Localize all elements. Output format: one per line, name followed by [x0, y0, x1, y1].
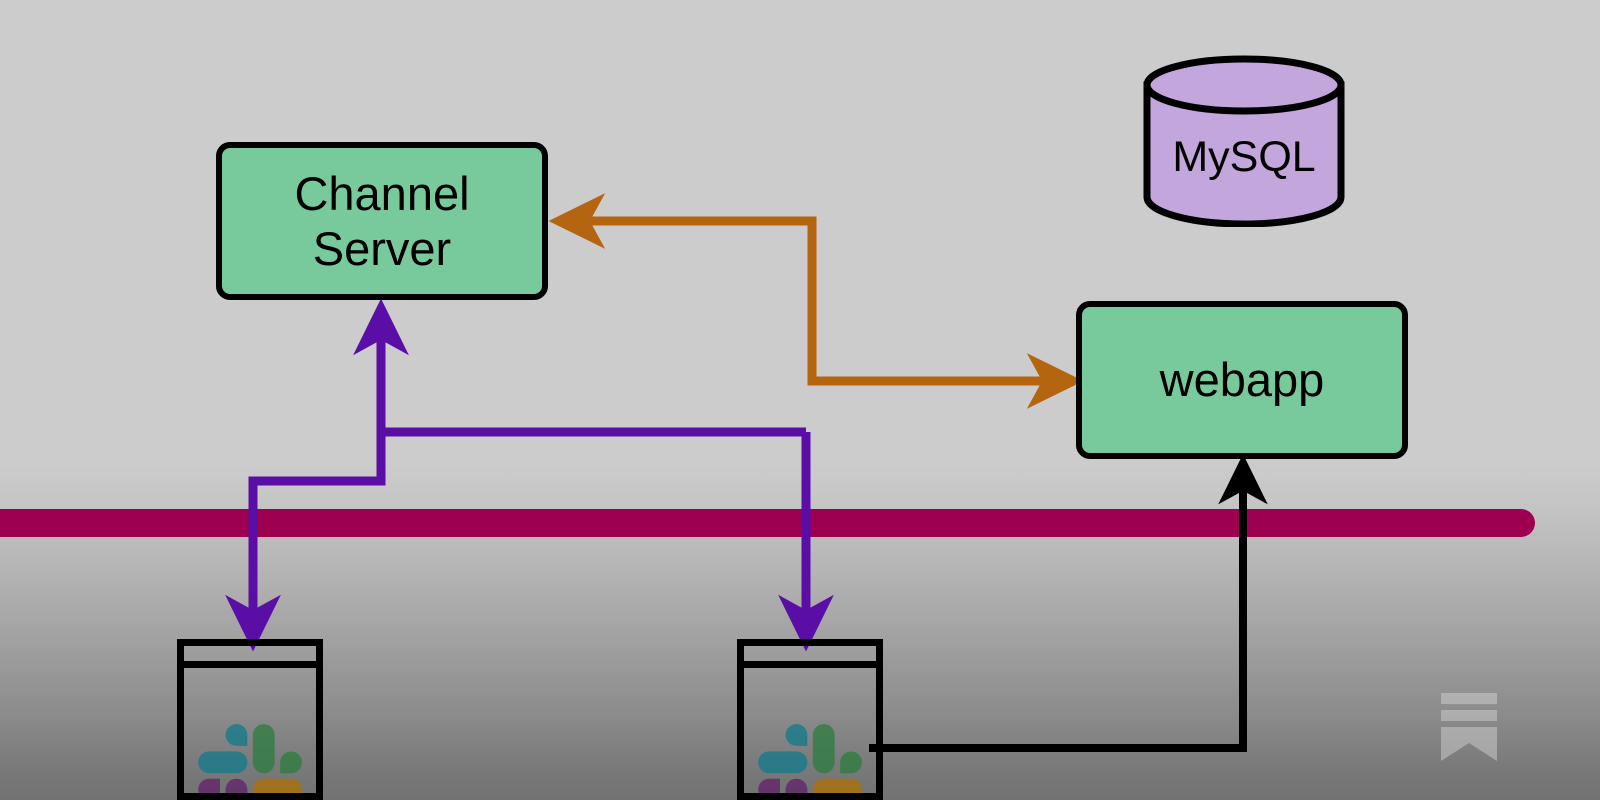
node-channel-server[interactable]: Channel Server: [216, 142, 548, 300]
client-titlebar: [744, 646, 876, 668]
slack-icon: [198, 724, 302, 793]
node-label-line2: Server: [312, 222, 452, 275]
node-webapp-label: webapp: [1159, 353, 1325, 407]
slack-icon: [758, 724, 862, 793]
client-titlebar: [184, 646, 316, 668]
client-window-right[interactable]: [737, 639, 883, 800]
network-boundary-bar: [0, 509, 1535, 537]
client-body: [744, 668, 876, 793]
node-mysql-label: MySQL: [1172, 133, 1316, 181]
bookmark-icon[interactable]: [1437, 693, 1501, 761]
client-window-left[interactable]: [177, 639, 323, 800]
node-webapp[interactable]: webapp: [1076, 301, 1408, 459]
client-body: [184, 668, 316, 793]
node-mysql-database[interactable]: MySQL: [1141, 55, 1347, 227]
database-cylinder-icon: [1143, 55, 1345, 227]
node-label-line1: Channel: [294, 166, 470, 220]
node-channel-server-label: Channel Server: [294, 166, 469, 277]
